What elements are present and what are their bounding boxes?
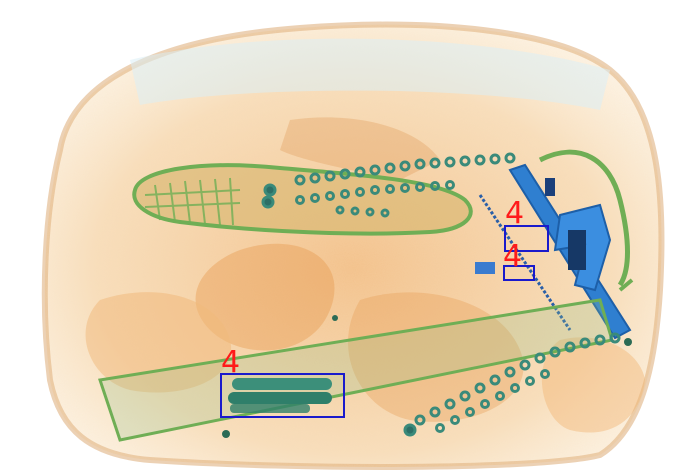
bag-body [41,21,665,470]
detection-box-2: 4 [503,239,535,281]
detection-label-3: 4 [221,345,240,380]
detection-label-1: 4 [505,196,524,231]
detection-box-1: 4 [504,196,549,252]
detection-label-2: 4 [503,239,522,274]
bead-chain-top [261,152,516,218]
cable [538,149,630,287]
detection-box-3: 4 [220,345,345,418]
clothing-folds [85,117,645,433]
cylinder-items [222,315,338,438]
metal-device [475,163,634,346]
bead-chain-bottom [403,332,621,437]
